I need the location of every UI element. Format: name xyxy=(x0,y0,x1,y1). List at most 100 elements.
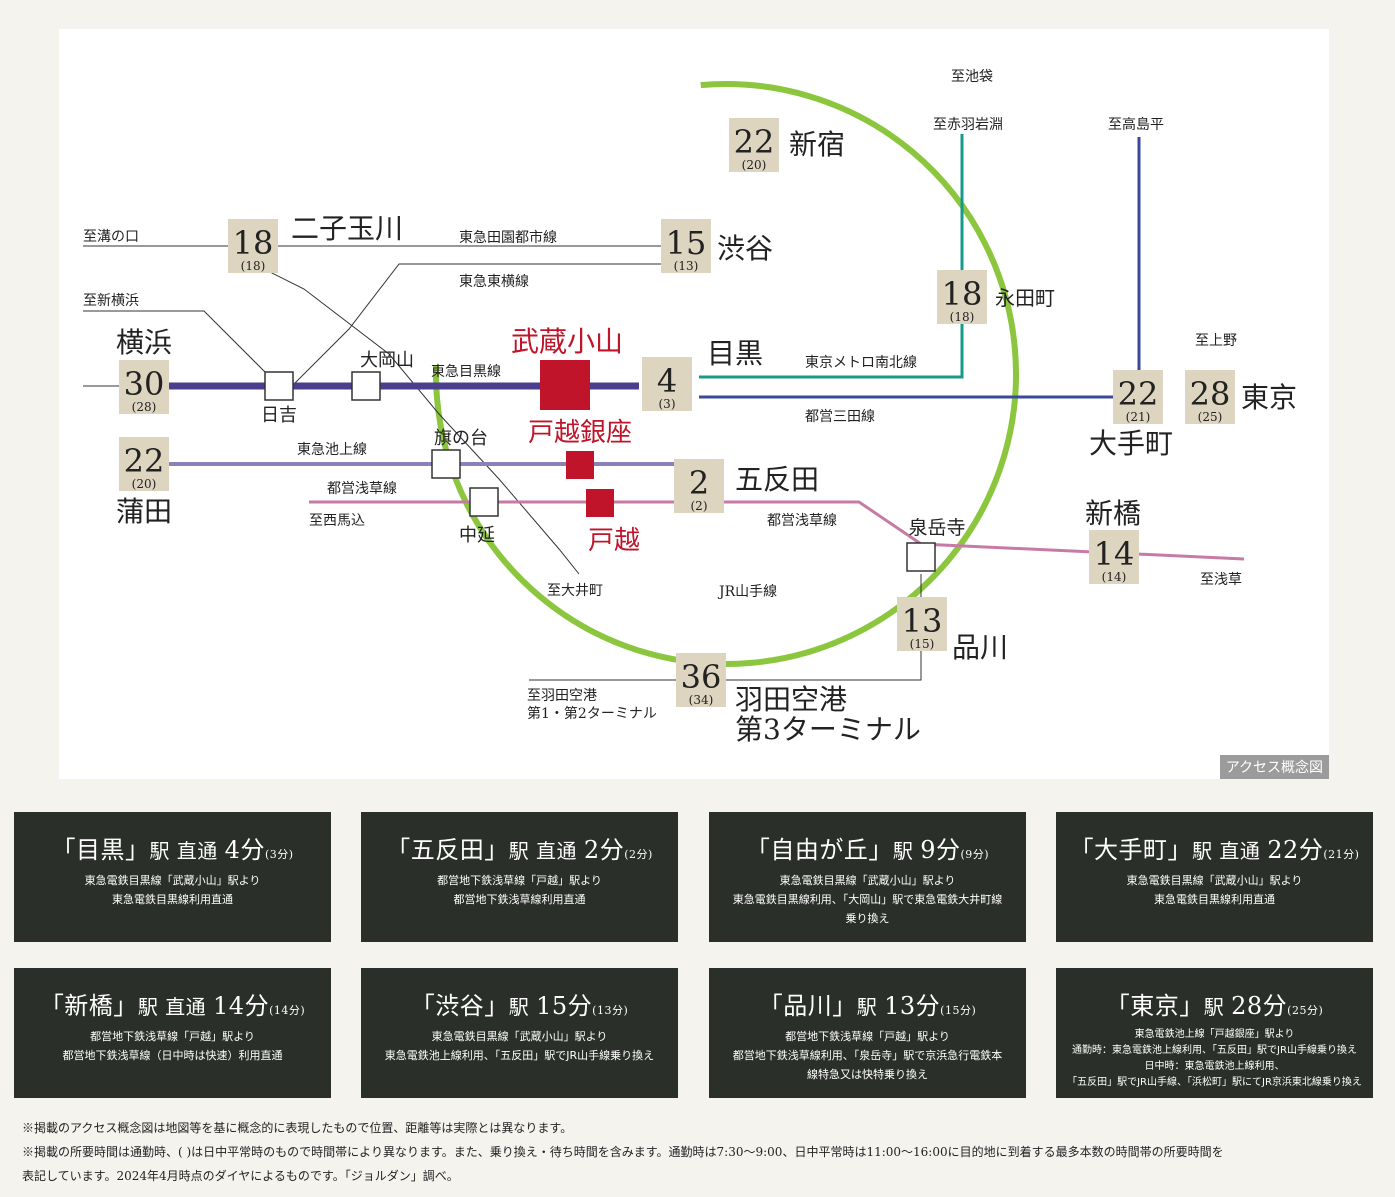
time-value-5: 4 xyxy=(657,362,677,400)
card-detail-line: 東急電鉄目黒線「武蔵小山」駅より xyxy=(1126,874,1303,887)
time-box-0 xyxy=(729,118,779,172)
card-detail-line: 都営地下鉄浅草線「戸越」駅より xyxy=(90,1030,255,1043)
time-day-11: (15) xyxy=(910,637,935,651)
time-value-2: 18 xyxy=(233,224,274,262)
card-heading: 「大手町」駅 直通 22分(21分) xyxy=(1056,830,1373,865)
label-asakusa-east: 都営浅草線 xyxy=(767,513,837,529)
label-mita: 都営三田線 xyxy=(805,409,875,425)
card-route-type: 駅 xyxy=(508,995,537,1019)
station-nakanobu xyxy=(469,487,499,517)
card-station: 「東京」 xyxy=(1105,992,1204,1020)
card-station: 「五反田」 xyxy=(386,836,509,864)
card-daytime: (21分) xyxy=(1323,848,1360,861)
toyoko-line xyxy=(278,263,699,400)
card-route-type: 駅 xyxy=(892,839,921,863)
label-meguro-line: 東急目黒線 xyxy=(431,364,501,380)
dir-haneda-t12-2: 第1・第2ターミナル xyxy=(527,705,657,722)
card-detail-line: 東急電鉄目黒線「武蔵小山」駅より xyxy=(84,874,261,887)
card-station: 「目黒」 xyxy=(51,836,150,864)
time-value-6: 22 xyxy=(1118,375,1159,413)
time-box-9 xyxy=(674,459,724,513)
card-daytime: (9分) xyxy=(960,848,990,861)
time-day-9: (2) xyxy=(691,499,708,513)
time-day-6: (21) xyxy=(1126,410,1151,424)
time-box-1 xyxy=(661,219,711,273)
station-sengakuji xyxy=(906,542,936,572)
time-value-9: 2 xyxy=(689,464,709,502)
time-box-10 xyxy=(1089,530,1139,584)
station-togoshiginza-label: 戸越銀座 xyxy=(528,418,632,448)
station-name-0: 新宿 xyxy=(789,128,845,161)
card-route-type: 駅 直通 xyxy=(508,839,584,863)
card-detail-line: 東急電鉄目黒線「武蔵小山」駅より xyxy=(431,1030,608,1043)
time-day-4: (28) xyxy=(132,400,157,414)
card-station: 「渋谷」 xyxy=(410,992,509,1020)
card-heading: 「東京」駅 28分(25分) xyxy=(1056,986,1373,1021)
station-name-12: 羽田空港 xyxy=(735,683,847,716)
card-heading: 「品川」駅 13分(15分) xyxy=(709,986,1026,1021)
dir-shinyokohama: 至新横浜 xyxy=(83,293,139,309)
time-value-4: 30 xyxy=(124,365,165,403)
time-box-6 xyxy=(1113,370,1163,424)
time-value-11: 13 xyxy=(902,602,943,640)
commute-card: 「品川」駅 13分(15分)都営地下鉄浅草線「戸越」駅より都営地下鉄浅草線利用、… xyxy=(709,968,1026,1098)
time-day-3: (18) xyxy=(950,310,975,324)
card-daytime: (15分) xyxy=(940,1004,977,1017)
station-name-12-1: 第3ターミナル xyxy=(735,713,921,746)
card-detail-line: 通勤時：東急電鉄池上線利用、「五反田」駅でJR山手線乗り換え xyxy=(1072,1045,1357,1056)
time-box-12 xyxy=(676,653,726,707)
card-detail-line: 日中時：東急電鉄池上線利用、 xyxy=(1144,1061,1285,1072)
card-detail-line: 東急電鉄目黒線利用直通 xyxy=(112,893,233,906)
time-value-12: 36 xyxy=(681,658,722,696)
station-musashikoyama-marker xyxy=(540,360,590,410)
footnotes: ※掲載のアクセス概念図は地図等を基に概念的に表現したもので位置、距離等は実際とは… xyxy=(22,1116,1362,1188)
commute-card: 「自由が丘」駅 9分(9分)東急電鉄目黒線「武蔵小山」駅より東急電鉄目黒線利用、… xyxy=(709,812,1026,942)
card-route-type: 駅 直通 xyxy=(137,995,214,1019)
label-toyoko: 東急東横線 xyxy=(459,274,529,290)
card-detail-line: 東急電鉄目黒線利用、「大岡山」駅で東急電鉄大井町線 xyxy=(732,893,1003,906)
card-detail-line: 東急電鉄池上線「戸越銀座」駅より xyxy=(1134,1029,1295,1040)
time-value-10: 14 xyxy=(1094,535,1135,573)
card-daytime: (14分) xyxy=(269,1004,306,1017)
asakusa-line xyxy=(309,500,1245,561)
card-route-type: 駅 直通 xyxy=(1192,839,1268,863)
ooimachi-line xyxy=(243,258,580,575)
map-badge: アクセス概念図 xyxy=(1219,755,1329,779)
dir-nishimagome: 至西馬込 xyxy=(309,513,365,529)
card-time: 14分 xyxy=(213,992,270,1020)
mita-line xyxy=(699,137,1141,399)
dir-ueno: 至上野 xyxy=(1195,333,1237,349)
card-time: 2分 xyxy=(583,836,625,864)
time-day-5: (3) xyxy=(659,397,676,411)
time-value-0: 22 xyxy=(734,123,775,161)
route-diagram: 武蔵小山戸越銀座戸越日吉大岡山旗の台中延泉岳寺至池袋至赤羽岩淵至高島平至溝の口至… xyxy=(83,69,1297,746)
card-time: 22分 xyxy=(1267,836,1324,864)
card-detail-line: 都営地下鉄浅草線「戸越」駅より xyxy=(437,874,602,887)
label-asakusa-west: 都営浅草線 xyxy=(327,481,397,497)
card-route-type: 駅 xyxy=(856,995,885,1019)
time-box-5 xyxy=(642,357,692,411)
time-value-3: 18 xyxy=(942,275,983,313)
time-day-10: (14) xyxy=(1102,570,1127,584)
card-detail-line: 都営地下鉄浅草線「戸越」駅より xyxy=(785,1030,950,1043)
card-detail-line: 乗り換え xyxy=(845,912,890,925)
card-detail-line: 東急電鉄目黒線利用直通 xyxy=(1154,893,1275,906)
card-station: 「品川」 xyxy=(758,992,857,1020)
commute-card: 「新橋」駅 直通 14分(14分)都営地下鉄浅草線「戸越」駅より都営地下鉄浅草線… xyxy=(14,968,331,1098)
card-time: 28分 xyxy=(1231,992,1288,1020)
commute-card: 「目黒」駅 直通 4分(3分) 東急電鉄目黒線「武蔵小山」駅より東急電鉄目黒線利用… xyxy=(14,812,331,942)
station-hatanodai xyxy=(431,449,461,479)
commute-card: 「東京」駅 28分(25分) 東急電鉄池上線「戸越銀座」駅より通勤時：東急電鉄池上… xyxy=(1056,968,1373,1098)
commute-card: 「五反田」駅 直通 2分(2分)都営地下鉄浅草線「戸越」駅より都営地下鉄浅草線利… xyxy=(361,812,678,942)
station-name-9: 五反田 xyxy=(735,463,819,496)
footnote-line: ※掲載の所要時間は通勤時、( )は日中平常時のもので時間帯により異なります。また… xyxy=(22,1145,1224,1159)
card-detail-line: 東急電鉄池上線利用、「五反田」駅でJR山手線乗り換え xyxy=(384,1049,655,1062)
time-day-8: (20) xyxy=(132,477,157,491)
station-name-10: 新橋 xyxy=(1085,497,1141,530)
card-daytime: (2分) xyxy=(624,848,653,861)
station-name-3: 永田町 xyxy=(995,286,1055,310)
time-value-1: 15 xyxy=(666,224,707,262)
time-day-7: (25) xyxy=(1198,410,1223,424)
card-heading: 「目黒」駅 直通 4分(3分) xyxy=(14,830,331,865)
label-namboku: 東京メトロ南北線 xyxy=(805,355,917,371)
